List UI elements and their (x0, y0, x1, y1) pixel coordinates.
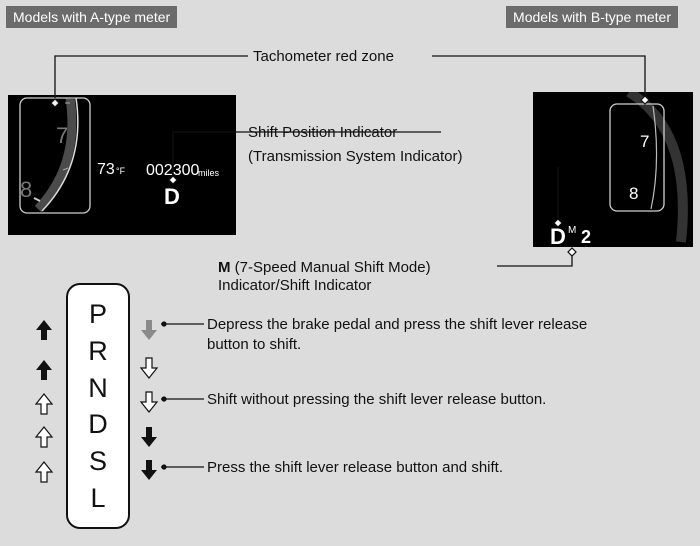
gear-indicator-a: D (164, 184, 180, 209)
tag-b-type-meter: Models with B-type meter (506, 6, 678, 28)
tach-7-label: 7 (56, 123, 69, 148)
meter-a-display: 7 8 73 °F 002300 miles D (8, 95, 236, 235)
legend-brake-press: Depress the brake pedal and press the sh… (207, 316, 588, 333)
gear-p: P (88, 299, 107, 329)
gear-r: R (88, 336, 108, 366)
label-shift-indicator: Indicator/Shift Indicator (218, 277, 372, 294)
outside-temp-unit: °F (116, 166, 126, 176)
label-transmission-system-indicator: (Transmission System Indicator) (248, 148, 463, 165)
legend-no-button: Shift without pressing the shift lever r… (207, 391, 547, 408)
gear-number-indicator: 2 (581, 227, 592, 247)
label-m-bold: M (218, 259, 231, 276)
arrow-up-black-icon (36, 320, 52, 340)
label-m-rest: (7-Speed Manual Shift Mode) (230, 259, 431, 276)
gear-l: L (90, 483, 106, 513)
gear-d: D (88, 409, 108, 439)
tach-7-label: 7 (640, 132, 650, 151)
gear-n: N (88, 373, 108, 403)
arrow-down-gray-icon (141, 320, 157, 340)
label-shift-position-indicator: Shift Position Indicator (248, 124, 398, 141)
arrow-down-white-icon (140, 357, 158, 379)
arrow-up-white-icon (35, 461, 53, 483)
arrow-down-white-icon (140, 391, 158, 413)
gear-selector-diagram: P R N D S L (66, 283, 130, 529)
legend-press-button: Press the shift lever release button and… (207, 459, 503, 476)
arrow-down-black-icon (141, 460, 157, 480)
label-m-mode: M (7-Speed Manual Shift Mode) (218, 258, 431, 277)
label-tachometer-red-zone: Tachometer red zone (253, 48, 394, 65)
gear-indicator-b: D (550, 224, 566, 247)
tach-8-label: 8 (629, 184, 639, 203)
arrow-up-white-icon (35, 426, 53, 448)
odometer-unit: miles (198, 168, 220, 178)
arrow-down-black-icon (141, 427, 157, 447)
outside-temp-value: 73 (97, 161, 115, 178)
tachometer-a-graphic (19, 97, 91, 214)
tag-a-type-meter: Models with A-type meter (6, 6, 178, 28)
legend-brake-press-line2: button to shift. (207, 336, 302, 353)
arrow-up-black-icon (36, 360, 52, 380)
arrow-up-white-icon (35, 393, 53, 415)
tach-8-label: 8 (20, 177, 33, 202)
mode-indicator-m: M (568, 225, 577, 236)
gear-s: S (88, 446, 107, 476)
